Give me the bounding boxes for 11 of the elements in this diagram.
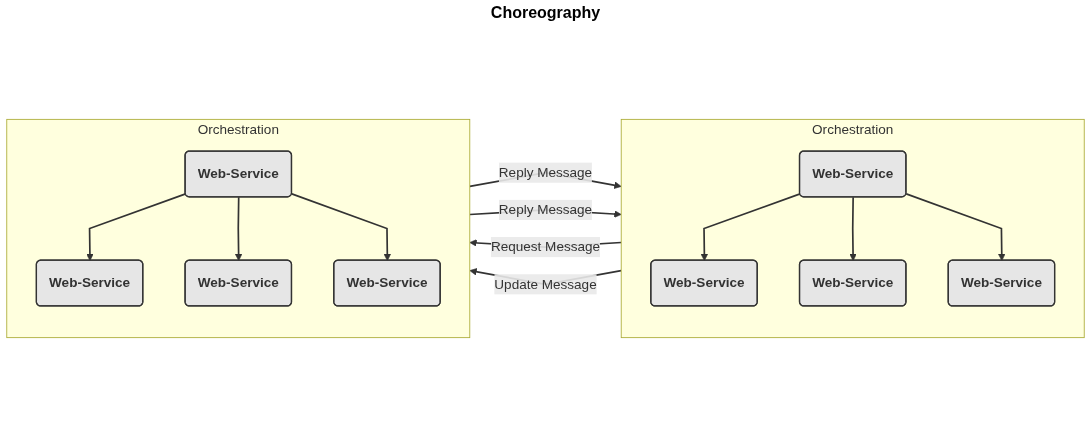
- heading-text: Choreography: [490, 4, 601, 22]
- arrow: [290, 193, 392, 261]
- edge-label: Reply Message: [498, 202, 593, 217]
- arrow: [234, 196, 243, 261]
- edge-label: Request Message: [490, 239, 601, 254]
- arrow: [86, 193, 187, 261]
- arrow: [700, 193, 801, 261]
- edge-label: Update Message: [494, 276, 597, 292]
- edge-label: Reply Message: [498, 165, 593, 180]
- arrow: [905, 193, 1006, 261]
- arrow: [849, 196, 857, 261]
